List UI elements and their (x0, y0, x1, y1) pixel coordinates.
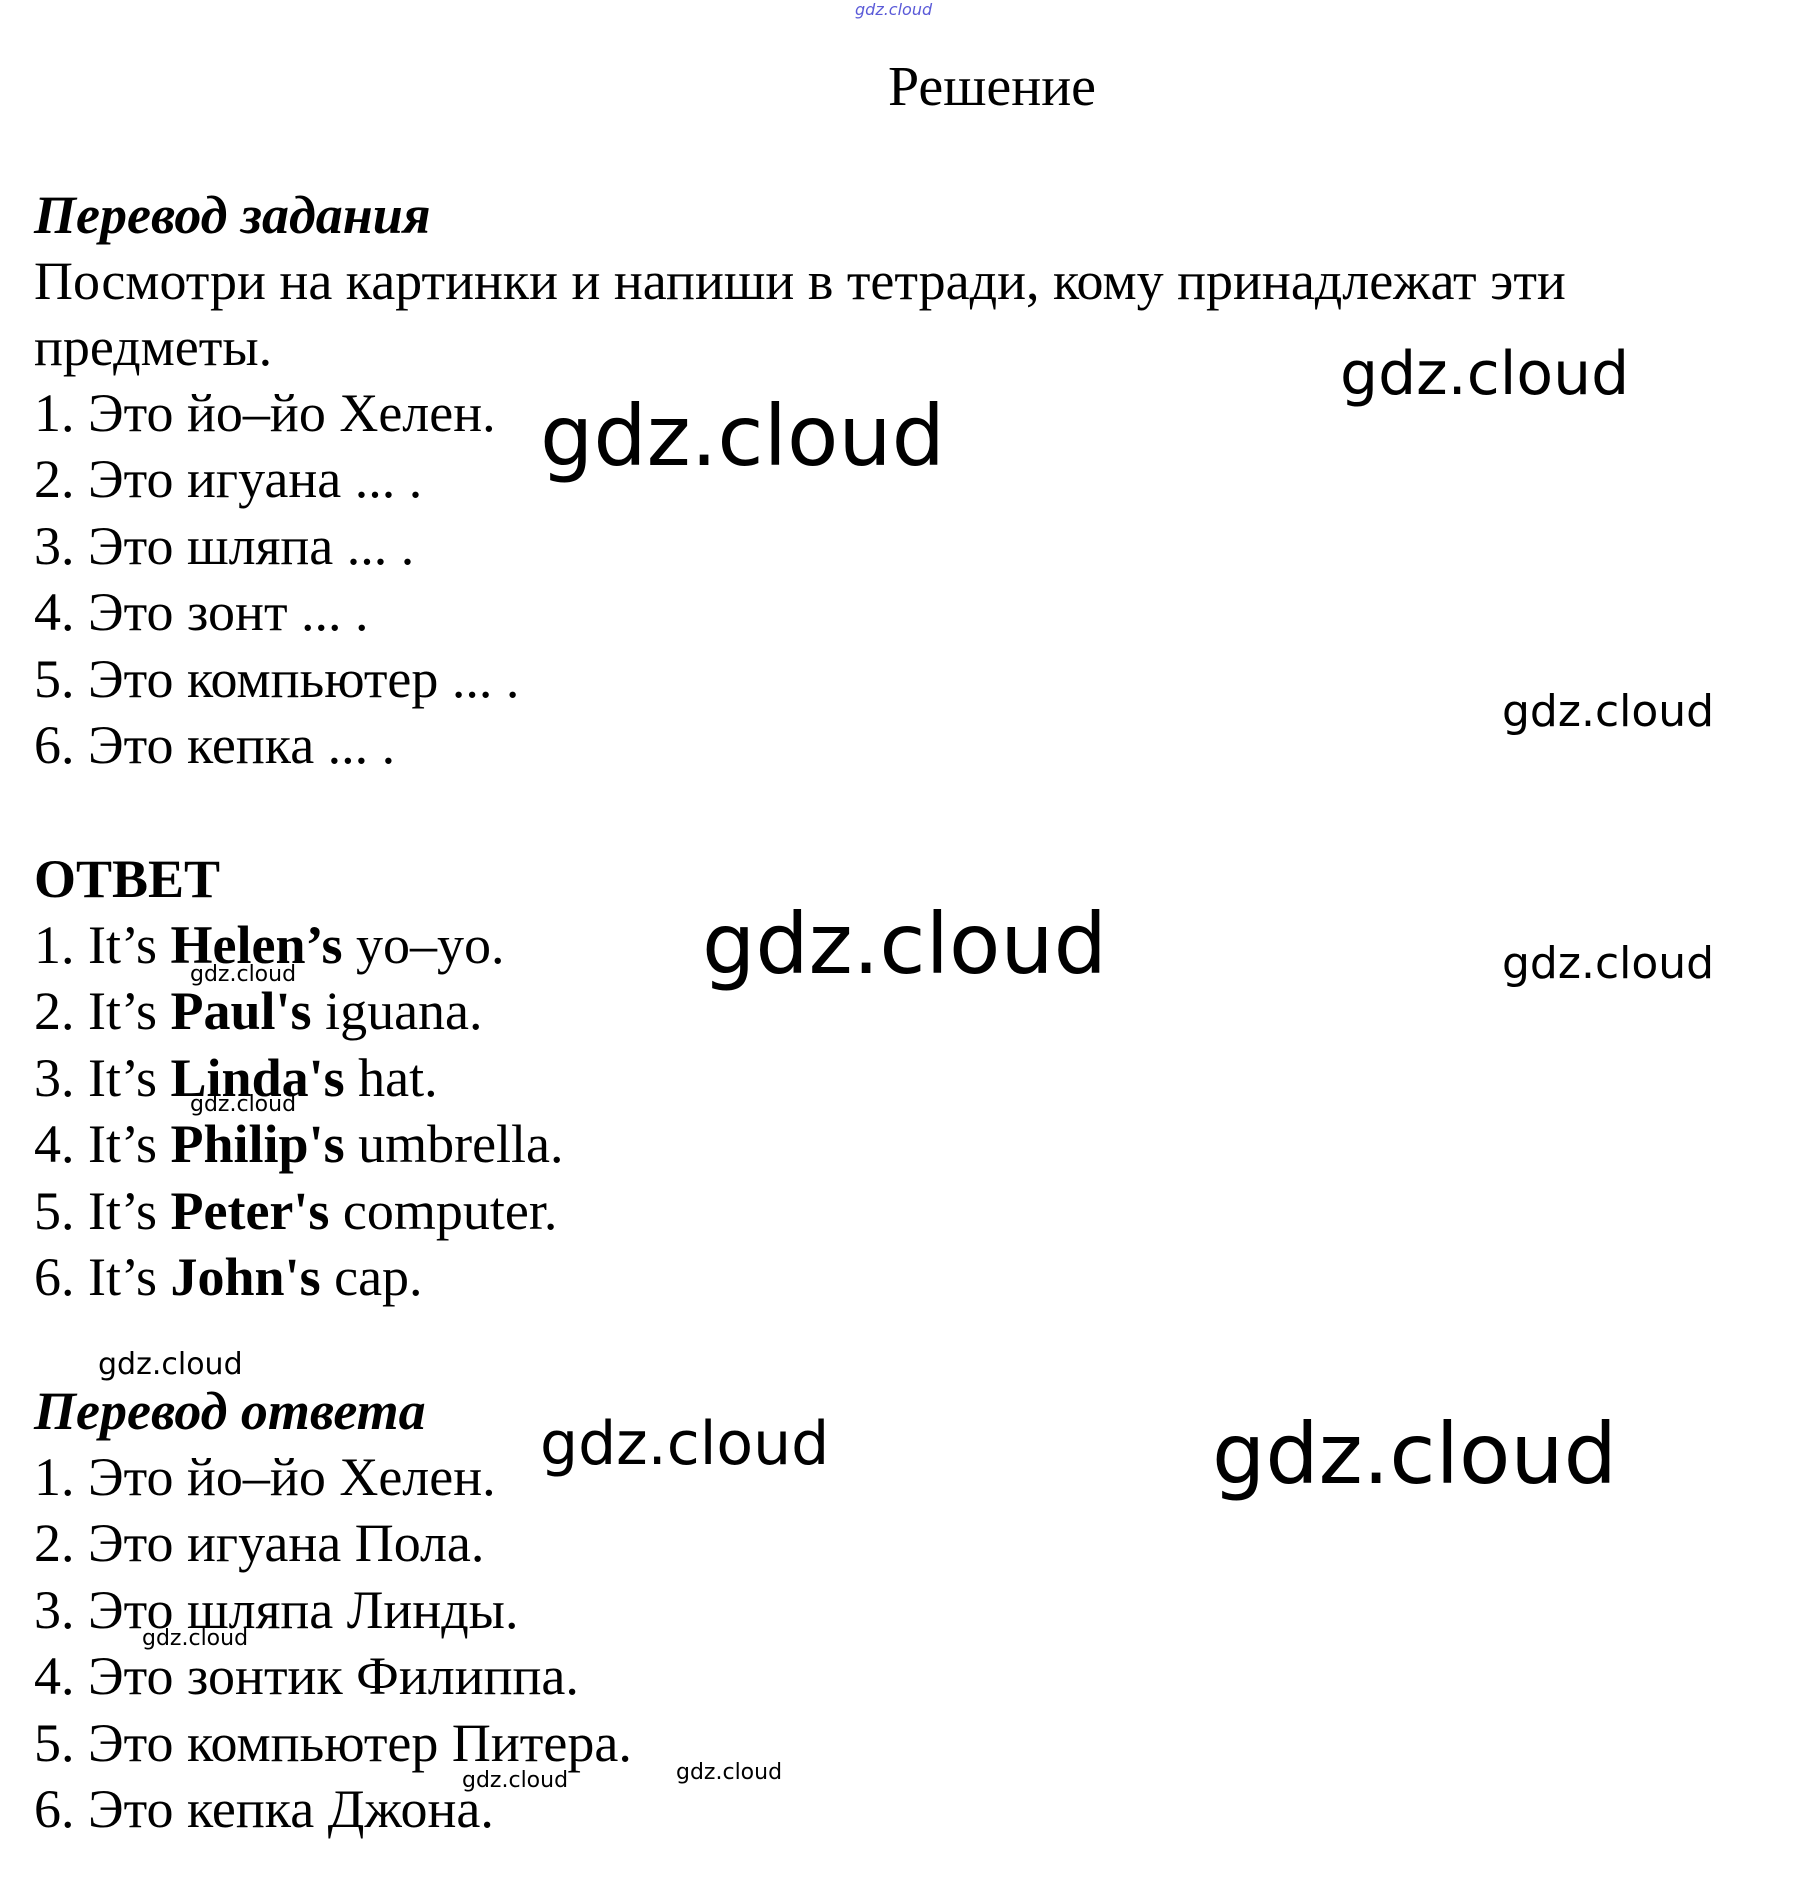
list-item: 3. Это шляпа Линды. (34, 1577, 632, 1643)
answer-heading: ОТВЕТ (34, 846, 220, 912)
watermark-top: gdz.cloud (855, 0, 932, 19)
owner-name: John's (171, 1247, 321, 1307)
answer-list: 1. It’s Helen’s yo–yo. 2. It’s Paul's ig… (34, 912, 564, 1310)
answer-translation-heading: Перевод ответа (34, 1378, 426, 1444)
watermark: gdz.cloud (540, 1414, 829, 1474)
list-item: 4. Это зонтик Филиппа. (34, 1643, 632, 1709)
list-item: 4. Это зонт ... . (34, 579, 519, 645)
task-list: 1. Это йо–йо Хелен. 2. Это игуана ... . … (34, 380, 519, 712)
answer-item: 6. It’s John's cap. (34, 1244, 564, 1310)
list-item: 3. Это шляпа ... . (34, 513, 519, 579)
page-title: Решение (888, 52, 1096, 122)
watermark: gdz.cloud (540, 394, 945, 478)
answer-item: 2. It’s Paul's iguana. (34, 978, 564, 1044)
list-item: 2. Это игуана ... . (34, 446, 519, 512)
watermark: gdz.cloud (1212, 1412, 1617, 1496)
list-item: 2. Это игуана Пола. (34, 1510, 632, 1576)
task-list-last: 6. Это кепка ... . (34, 712, 395, 778)
list-item: 5. Это компьютер Питера. (34, 1710, 632, 1776)
owner-name: Peter's (171, 1181, 330, 1241)
answer-item: 5. It’s Peter's computer. (34, 1178, 564, 1244)
owner-name: Paul's (171, 981, 312, 1041)
watermark: gdz.cloud (190, 1094, 296, 1116)
watermark: gdz.cloud (190, 964, 296, 986)
watermark: gdz.cloud (1502, 942, 1714, 986)
watermark: gdz.cloud (1340, 344, 1629, 404)
watermark: gdz.cloud (1502, 690, 1714, 734)
list-item: 1. Это йо–йо Хелен. (34, 380, 519, 446)
answer-item: 4. It’s Philip's umbrella. (34, 1111, 564, 1177)
list-item: 5. Это компьютер ... . (34, 646, 519, 712)
watermark: gdz.cloud (462, 1770, 568, 1792)
answer-item: 1. It’s Helen’s yo–yo. (34, 912, 564, 978)
watermark: gdz.cloud (702, 902, 1107, 986)
watermark: gdz.cloud (98, 1350, 243, 1380)
watermark: gdz.cloud (676, 1762, 782, 1784)
list-item: 6. Это кепка ... . (34, 712, 395, 778)
answer-item: 3. It’s Linda's hat. (34, 1045, 564, 1111)
task-heading: Перевод задания (34, 182, 431, 248)
watermark: gdz.cloud (142, 1628, 248, 1650)
owner-name: Philip's (171, 1114, 345, 1174)
